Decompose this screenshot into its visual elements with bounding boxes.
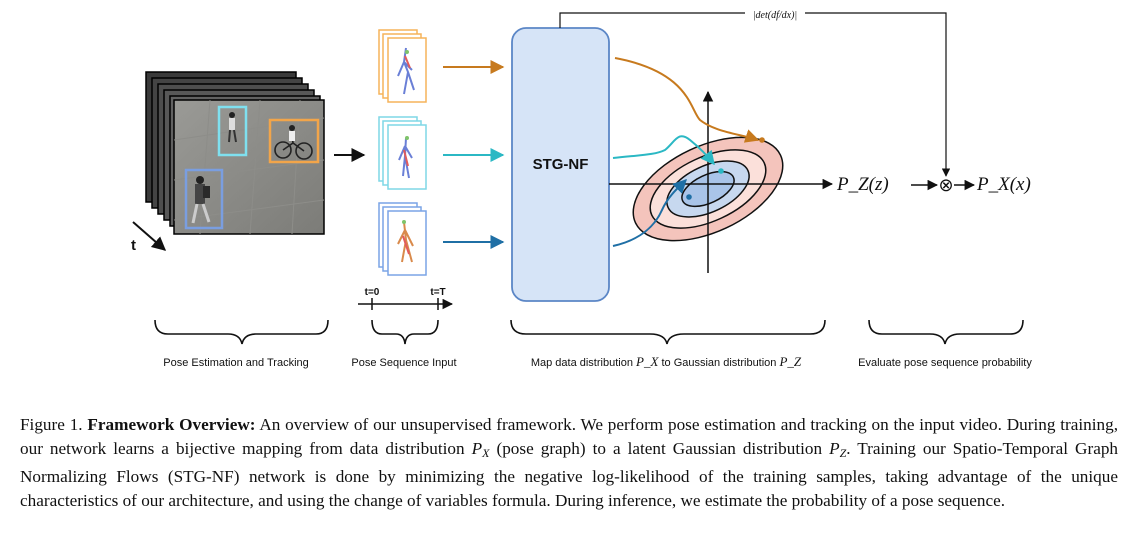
- px-label: P_X(x): [976, 174, 1031, 195]
- caption-figure-label: Figure 1.: [20, 415, 83, 434]
- pedestrian-top: [228, 112, 237, 143]
- otimes-symbol: ⊗: [938, 175, 953, 195]
- pedestrian-bottom: [191, 176, 211, 224]
- pose-sequence-orange: [378, 29, 427, 103]
- caption-sentence-2: (pose graph) to a latent Gaussian distri…: [496, 438, 823, 458]
- seq-start-label: t=0: [365, 287, 380, 298]
- time-axis-label: t: [131, 237, 136, 254]
- caption-sentence-3: . Training our Spatio-Temporal Graph Nor…: [20, 438, 1119, 510]
- brace-map-distribution: [510, 319, 826, 345]
- point-cyan: [718, 168, 724, 174]
- seq-end-label: t=T: [430, 287, 445, 298]
- stage-label-evaluate: Evaluate pose sequence probability: [858, 357, 1032, 369]
- brace-evaluate: [868, 319, 1024, 345]
- time-arrow: [132, 221, 167, 251]
- pose-sequence-cyan: [378, 116, 427, 190]
- point-orange: [759, 137, 765, 143]
- curve-blue: [612, 179, 687, 247]
- pose-sequence-blue: [378, 202, 427, 276]
- curve-cyan: [612, 135, 715, 166]
- pz-label: P_Z(z): [836, 174, 889, 195]
- point-blue: [686, 194, 692, 200]
- caption-px-symbol: PX: [471, 438, 490, 460]
- brace-pose-sequence: [371, 319, 439, 345]
- stage-label-map-distribution: Map data distribution P_X to Gaussian di…: [531, 354, 802, 369]
- framework-figure: t t=0 t=T STG-NF: [131, 5, 1033, 369]
- bbox-orange: [268, 118, 320, 164]
- det-feedback-line: [559, 5, 951, 177]
- stage-label-pose-estimation: Pose Estimation and Tracking: [163, 357, 309, 369]
- bbox-cyan: [217, 105, 248, 157]
- caption-pz-symbol: PZ: [829, 438, 847, 460]
- figure-caption: Figure 1. Framework Overview: An overvie…: [20, 413, 1118, 512]
- stgnf-label: STG-NF: [533, 156, 589, 173]
- sequence-time-axis: t=0 t=T: [358, 287, 454, 310]
- front-video-frame: [173, 99, 325, 235]
- bbox-blue: [184, 168, 224, 230]
- curve-orange: [614, 57, 760, 143]
- det-label: |det(df/dx)|: [753, 10, 797, 21]
- brace-pose-estimation: [154, 319, 329, 345]
- stage-label-pose-sequence: Pose Sequence Input: [351, 357, 456, 369]
- caption-title: Framework Overview:: [87, 415, 256, 434]
- video-frame-stack: [145, 71, 325, 235]
- caption-sentence-1: An overview of our unsupervised framewor…: [20, 415, 1119, 458]
- cyclist: [274, 125, 313, 160]
